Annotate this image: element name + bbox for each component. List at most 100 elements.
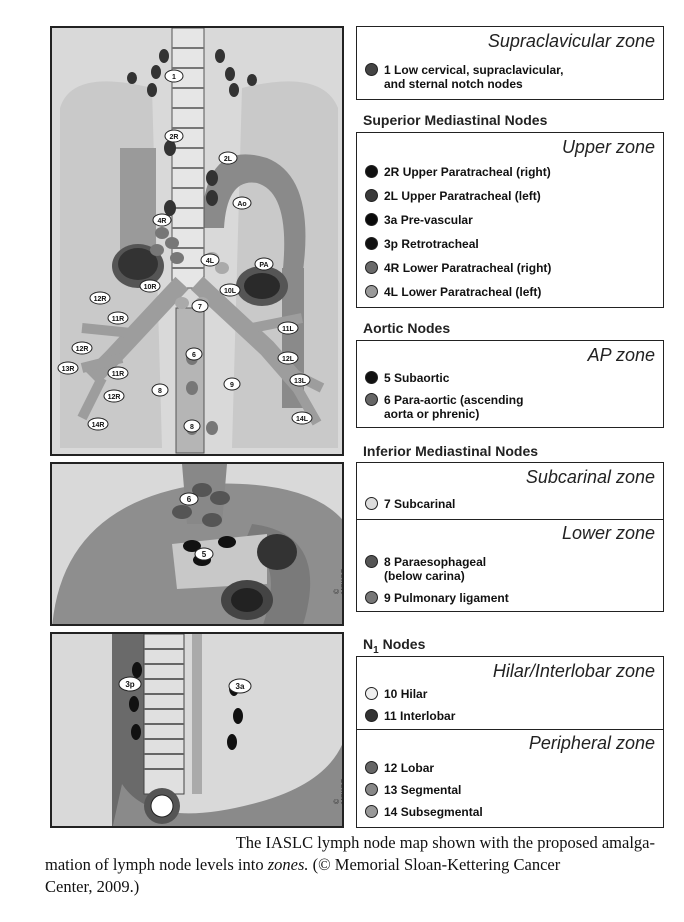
section-heading: Superior Mediastinal Nodes — [363, 112, 547, 128]
node-color-dot — [365, 783, 378, 796]
diagram-label: 11L — [282, 326, 294, 333]
diagram-label: 13R — [62, 366, 75, 373]
diagram-label: 5 — [202, 550, 207, 559]
diagram-label: 3p — [125, 680, 134, 689]
zone-title: Supraclavicular zone — [488, 31, 655, 52]
node-description: Segmental — [401, 783, 462, 797]
n1-zone-box: Hilar/Interlobar zone 10 Hilar 11 Interl… — [356, 656, 664, 828]
diagram-label: PA — [259, 262, 268, 269]
node-description: Hilar — [401, 687, 428, 701]
legend-item: 14 Subsegmental — [365, 805, 483, 819]
node-description: Pulmonary ligament — [394, 591, 509, 605]
zone-title: AP zone — [588, 345, 655, 366]
node-description: Interlobar — [400, 709, 455, 723]
node-color-dot — [365, 761, 378, 774]
node-color-dot — [365, 165, 378, 178]
diagram-label: 6 — [192, 352, 196, 359]
subcarinal-diagram: 6 5 © MSKCC 2008 — [50, 462, 344, 626]
diagram-label: 7 — [198, 304, 202, 311]
node-description-cont: and sternal notch nodes — [384, 77, 523, 91]
node-code: 14 — [384, 805, 397, 819]
node-code: 7 — [384, 497, 391, 511]
diagram-label: 11R — [112, 316, 124, 323]
diagram-label: 12R — [76, 346, 89, 353]
node-code: 6 — [384, 393, 391, 407]
node-color-dot — [365, 555, 378, 568]
node-code: 3a — [384, 213, 397, 227]
node-description: Retrotracheal — [401, 237, 478, 251]
node-description: Upper Paratracheal (right) — [403, 165, 551, 179]
legend-item: 13 Segmental — [365, 783, 461, 797]
node-color-dot — [365, 237, 378, 250]
legend-item: 4L Lower Paratracheal (left) — [365, 285, 541, 299]
diagram-label: 8 — [190, 424, 194, 431]
zone-divider — [357, 729, 663, 730]
node-description: Pre-vascular — [401, 213, 473, 227]
legend-item: 10 Hilar — [365, 687, 427, 701]
node-color-dot — [365, 709, 378, 722]
zone-divider — [357, 519, 663, 520]
node-description: Upper Paratracheal (left) — [401, 189, 540, 203]
node-color-dot — [365, 371, 378, 384]
node-color-dot — [365, 285, 378, 298]
heading-rest: Nodes — [379, 636, 426, 652]
node-color-dot — [365, 261, 378, 274]
node-color-dot — [365, 63, 378, 76]
node-code: 1 — [384, 63, 391, 77]
diagram-label: 11R — [112, 371, 124, 378]
node-description: Para-aortic (ascending — [394, 393, 523, 407]
node-description: Paraesophageal — [394, 555, 486, 569]
node-description: Subaortic — [394, 371, 449, 385]
diagram-label: Ao — [237, 201, 246, 208]
figure-caption: The IASLC lymph node map shown with the … — [45, 832, 655, 898]
node-color-dot — [365, 687, 378, 700]
caption-line-1: The IASLC lymph node map shown with the … — [45, 832, 655, 854]
node-code: 4L — [384, 285, 398, 299]
legend-item: 8 Paraesophageal (below carina) — [365, 555, 486, 583]
legend-item: 12 Lobar — [365, 761, 434, 775]
node-description: Lower Paratracheal (left) — [401, 285, 541, 299]
caption-line-2b: (© Memorial Sloan-Kettering Cancer — [309, 855, 561, 874]
legend-item: 2R Upper Paratracheal (right) — [365, 165, 551, 179]
zone-title: Peripheral zone — [529, 733, 655, 754]
node-color-dot — [365, 805, 378, 818]
diagram-label: 4L — [206, 258, 215, 265]
diagram-label: 12R — [94, 296, 107, 303]
section-heading: Aortic Nodes — [363, 320, 450, 336]
main-lymph-node-diagram: 1 2R 2L Ao 4R 4L PA 10R 10L 7 12R 11R 11… — [50, 26, 344, 456]
node-description-cont: (below carina) — [384, 569, 465, 583]
copyright-mark: © MSKCC 2008 — [334, 569, 344, 594]
node-description-cont: aorta or phrenic) — [384, 407, 479, 421]
diagram-label: 3a — [236, 682, 245, 691]
diagram-label: 8 — [158, 388, 162, 395]
zone-title: Upper zone — [562, 137, 655, 158]
legend-item: 9 Pulmonary ligament — [365, 591, 509, 605]
node-code: 3p — [384, 237, 398, 251]
zone-title: Hilar/Interlobar zone — [493, 661, 655, 682]
diagram-label: 2R — [170, 134, 179, 141]
node-code: 10 — [384, 687, 397, 701]
caption-emphasis: zones. — [268, 855, 309, 874]
node-code: 5 — [384, 371, 391, 385]
diagram-label: 13L — [294, 378, 307, 385]
node-code: 11 — [384, 709, 397, 723]
diagram-label: 9 — [230, 382, 234, 389]
caption-line-3: Center, 2009.) — [45, 877, 139, 896]
diagram-label: 14L — [296, 416, 309, 423]
legend-item: 11 Interlobar — [365, 709, 455, 723]
diagram-label: 14R — [92, 422, 105, 429]
node-color-dot — [365, 213, 378, 226]
legend-item: 2L Upper Paratracheal (left) — [365, 189, 541, 203]
node-code: 9 — [384, 591, 391, 605]
legend-item: 6 Para-aortic (ascending aorta or phreni… — [365, 393, 523, 421]
diagram-label: 1 — [172, 74, 176, 81]
diagram-label: 2L — [224, 156, 233, 163]
node-code: 2L — [384, 189, 398, 203]
inferior-zone-box: Subcarinal zone 7 Subcarinal Lower zone … — [356, 462, 664, 612]
caption-line-2a: mation of lymph node levels into — [45, 855, 268, 874]
legend-item: 7 Subcarinal — [365, 497, 455, 511]
diagram-label: 12R — [108, 394, 121, 401]
legend-item: 1 Low cervical, supraclavicular, and ste… — [365, 63, 563, 91]
section-heading: Inferior Mediastinal Nodes — [363, 443, 538, 459]
zone-title: Subcarinal zone — [526, 467, 655, 488]
